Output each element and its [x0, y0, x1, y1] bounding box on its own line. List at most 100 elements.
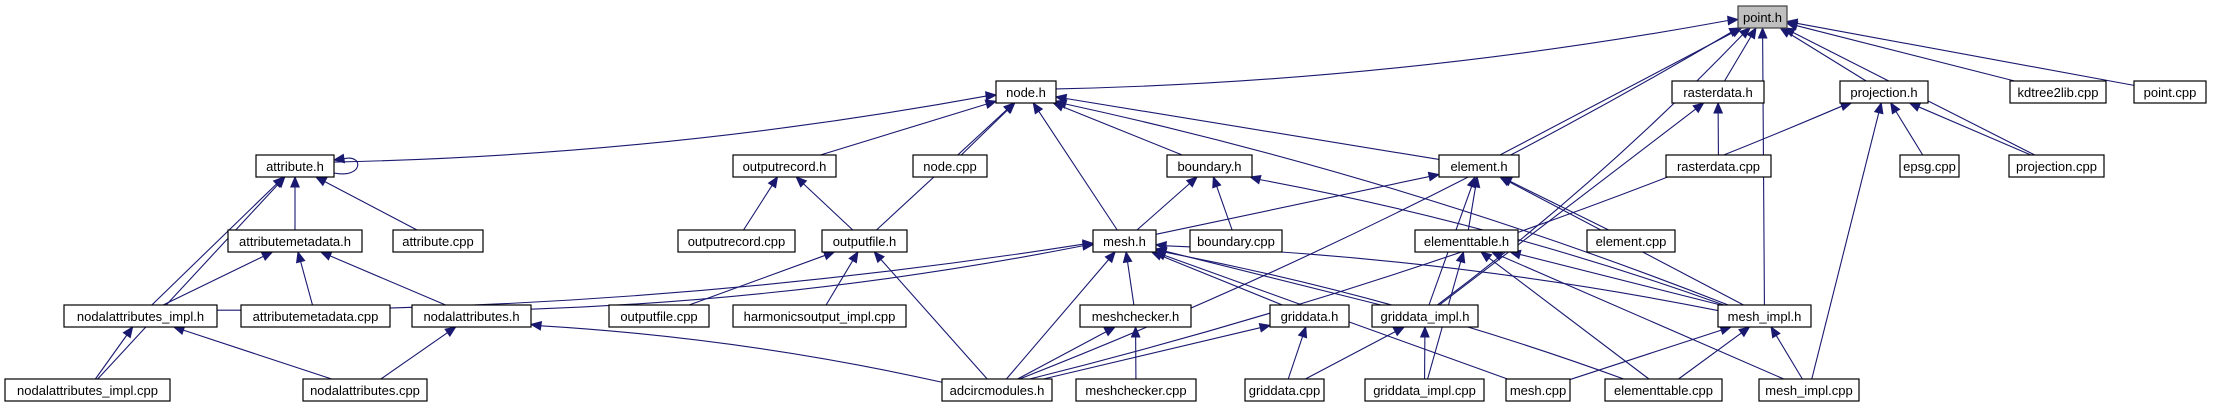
edge-mesh-impl-h-to-mesh-h-arrowhead [1154, 240, 1168, 251]
node-mesh-impl-cpp[interactable]: mesh_impl.cpp [1758, 378, 1860, 402]
edge-harmonicsoutput-impl-cpp-to-outputfile-h-arrowhead [848, 250, 859, 264]
node-outputfile-h-box [821, 229, 908, 253]
edge-nodalattributes-h-to-attributemetadata-h [319, 251, 446, 306]
node-element-h[interactable]: element.h [1438, 154, 1520, 178]
node-elementtable-h-box [1414, 229, 1519, 253]
edge-nodalattributes-impl-cpp-to-attribute-h-arrowhead [274, 176, 286, 189]
node-attributemetadata-cpp[interactable]: attributemetadata.cpp [240, 304, 391, 328]
node-projection-cpp[interactable]: projection.cpp [2008, 154, 2105, 178]
node-node-h[interactable]: node.h [995, 80, 1057, 104]
node-meshchecker-h[interactable]: meshchecker.h [1079, 304, 1192, 328]
node-projection-h[interactable]: projection.h [1839, 80, 1929, 104]
node-outputfile-cpp[interactable]: outputfile.cpp [608, 304, 710, 328]
edge-nodalattributes-cpp-to-nodalattributes-h-line [380, 332, 448, 380]
node-griddata-cpp[interactable]: griddata.cpp [1244, 378, 1325, 402]
node-rasterdata-h-label: rasterdata.h [1683, 85, 1752, 100]
node-elementtable-cpp[interactable]: elementtable.cpp [1604, 378, 1723, 402]
edge-element-h-to-node-h-line [1065, 97, 1440, 161]
edge-kdtree2lib-cpp-to-point-h-line [1796, 25, 2015, 82]
edge-attribute-cpp-to-attribute-h-arrowhead [314, 176, 328, 187]
node-node-h-label: node.h [1006, 85, 1046, 100]
edge-epsg-cpp-to-projection-h-arrowhead [1890, 101, 1901, 115]
node-kdtree2lib-cpp[interactable]: kdtree2lib.cpp [2009, 80, 2107, 104]
node-griddata-impl-cpp-label: griddata_impl.cpp [1373, 383, 1476, 398]
node-outputfile-h[interactable]: outputfile.h [821, 229, 908, 253]
node-mesh-impl-h-label: mesh_impl.h [1728, 309, 1802, 324]
node-mesh-h[interactable]: mesh.h [1092, 229, 1157, 253]
node-point-cpp[interactable]: point.cpp [2133, 80, 2207, 104]
edge-adcircmodules-h-to-griddata-h [1043, 322, 1272, 380]
node-attributemetadata-cpp-label: attributemetadata.cpp [253, 309, 379, 324]
node-attributemetadata-h[interactable]: attributemetadata.h [227, 229, 363, 253]
node-adcircmodules-h-box [941, 378, 1053, 402]
node-epsg-cpp[interactable]: epsg.cpp [1899, 154, 1960, 178]
edge-nodalattributes-cpp-to-nodalattributes-impl-h-line [183, 329, 332, 380]
edge-attribute-h-to-attribute-h-line [333, 157, 359, 175]
node-meshchecker-cpp[interactable]: meshchecker.cpp [1075, 378, 1197, 402]
edge-point-cpp-to-point-h-line [1796, 22, 2135, 86]
node-griddata-h[interactable]: griddata.h [1269, 304, 1350, 328]
node-element-cpp[interactable]: element.cpp [1586, 229, 1676, 253]
node-projection-h-label: projection.h [1850, 85, 1917, 100]
edge-mesh-impl-h-to-boundary-h-arrowhead [1248, 174, 1262, 185]
edge-adcircmodules-h-to-nodalattributes-h [529, 320, 943, 383]
edge-meshchecker-cpp-to-meshchecker-h [1130, 325, 1141, 380]
node-outputfile-cpp-box [608, 304, 710, 328]
node-attribute-cpp[interactable]: attribute.cpp [392, 229, 484, 253]
edge-attribute-h-to-attribute-h-arrowhead [332, 153, 346, 164]
node-nodalattributes-cpp[interactable]: nodalattributes.cpp [302, 378, 428, 402]
edge-griddata-impl-cpp-to-griddata-impl-h [1419, 325, 1430, 380]
node-boundary-cpp[interactable]: boundary.cpp [1189, 229, 1283, 253]
edge-griddata-cpp-to-griddata-impl-h-line [1305, 331, 1396, 380]
node-point-h[interactable]: point.h [1737, 5, 1788, 29]
node-outputrecord-cpp[interactable]: outputrecord.cpp [677, 229, 796, 253]
edge-adcircmodules-h-to-outputfile-h-line [880, 259, 988, 380]
node-harmonicsoutput-impl-cpp[interactable]: harmonicsoutput_impl.cpp [732, 304, 907, 328]
edge-adcircmodules-h-to-nodalattributes-h-arrowhead [529, 320, 543, 331]
edge-nodalattributes-impl-h-to-attribute-h-line [151, 183, 277, 306]
node-outputrecord-h-box [732, 154, 837, 178]
node-kdtree2lib-cpp-box [2009, 80, 2107, 104]
node-boundary-h[interactable]: boundary.h [1166, 154, 1253, 178]
node-elementtable-h[interactable]: elementtable.h [1414, 229, 1519, 253]
node-nodalattributes-impl-h-box [63, 304, 218, 328]
node-mesh-h-label: mesh.h [1103, 234, 1146, 249]
node-nodalattributes-impl-h-label: nodalattributes_impl.h [77, 309, 204, 324]
node-nodalattributes-impl-h[interactable]: nodalattributes_impl.h [63, 304, 218, 328]
node-epsg-cpp-box [1899, 154, 1960, 178]
node-outputrecord-cpp-label: outputrecord.cpp [688, 234, 786, 249]
node-griddata-cpp-label: griddata.cpp [1249, 383, 1321, 398]
node-mesh-cpp[interactable]: mesh.cpp [1505, 378, 1571, 402]
node-rasterdata-cpp-box [1665, 154, 1772, 178]
edge-outputfile-h-to-outputrecord-h-line [803, 183, 854, 231]
edge-mesh-impl-cpp-to-projection-h [1811, 101, 1884, 380]
node-rasterdata-h[interactable]: rasterdata.h [1671, 80, 1765, 104]
node-attribute-h[interactable]: attribute.h [255, 154, 335, 178]
node-nodalattributes-impl-cpp[interactable]: nodalattributes_impl.cpp [4, 378, 171, 402]
node-point-cpp-box [2133, 80, 2207, 104]
edge-adcircmodules-h-to-mesh-h [1005, 251, 1116, 380]
edge-nodalattributes-impl-cpp-to-nodalattributes-impl-h-arrowhead [122, 325, 134, 339]
node-griddata-impl-h-label: griddata_impl.h [1381, 309, 1470, 324]
edge-boundary-cpp-to-boundary-h [1212, 175, 1233, 231]
edge-mesh-impl-h-to-point-h-arrowhead [1757, 26, 1768, 39]
node-adcircmodules-h[interactable]: adcircmodules.h [941, 378, 1053, 402]
edge-rasterdata-cpp-to-rasterdata-h [1713, 101, 1724, 156]
edge-point-cpp-to-point-h-arrowhead [1785, 18, 1799, 29]
edge-adcircmodules-h-to-meshchecker-h [1017, 326, 1117, 380]
node-griddata-h-box [1269, 304, 1350, 328]
edge-attribute-h-to-attribute-h [332, 153, 359, 175]
node-mesh-impl-h[interactable]: mesh_impl.h [1717, 304, 1812, 328]
edge-elementtable-cpp-to-mesh-impl-h [1678, 326, 1751, 380]
node-rasterdata-cpp[interactable]: rasterdata.cpp [1665, 154, 1772, 178]
node-outputrecord-cpp-box [677, 229, 796, 253]
edge-adcircmodules-h-to-projection-h [1029, 101, 1853, 380]
node-node-cpp[interactable]: node.cpp [912, 154, 988, 178]
node-outputrecord-h[interactable]: outputrecord.h [732, 154, 837, 178]
node-griddata-impl-cpp[interactable]: griddata_impl.cpp [1364, 378, 1485, 402]
edge-epsg-cpp-to-projection-h-line [1895, 111, 1924, 156]
edge-projection-h-to-point-h-line [1788, 32, 1867, 82]
edge-meshchecker-h-to-mesh-h [1122, 250, 1135, 306]
node-nodalattributes-h[interactable]: nodalattributes.h [411, 304, 532, 328]
node-griddata-impl-h[interactable]: griddata_impl.h [1371, 304, 1479, 328]
